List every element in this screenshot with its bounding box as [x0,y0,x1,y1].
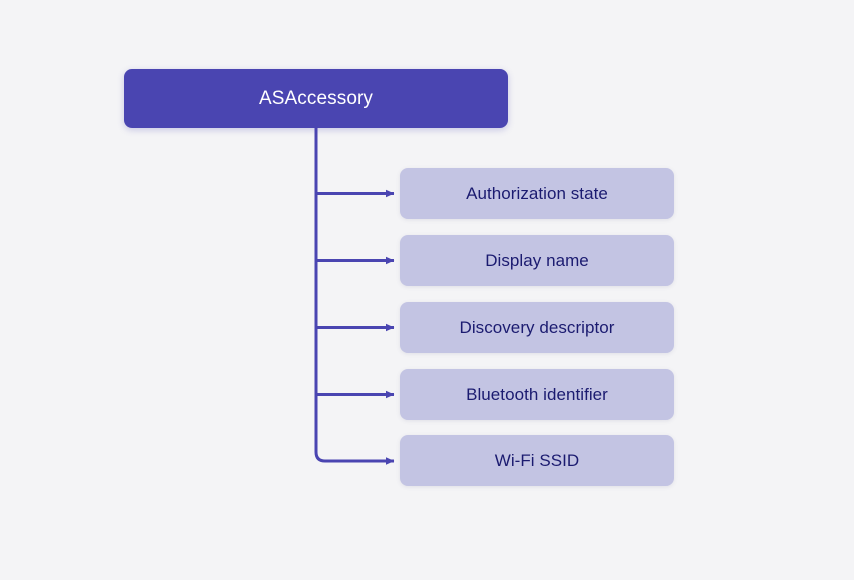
connector-trunk [314,128,331,463]
node-child-label: Display name [485,250,589,270]
node-root-label: ASAccessory [258,87,374,109]
node-child-discovery-descriptor[interactable]: Discovery descriptor [400,302,674,353]
node-child-label: Bluetooth identifier [466,384,608,404]
node-child-authorization-state[interactable]: Authorization state [400,168,674,219]
node-child-display-name[interactable]: Display name [400,235,674,286]
node-root-asaccessory[interactable]: ASAccessory [124,69,508,128]
node-child-wifi-ssid[interactable]: Wi-Fi SSID [400,435,674,486]
node-child-label: Wi-Fi SSID [494,450,580,470]
node-child-bluetooth-identifier[interactable]: Bluetooth identifier [400,369,674,420]
node-child-label: Discovery descriptor [459,317,615,337]
node-child-label: Authorization state [466,183,608,203]
